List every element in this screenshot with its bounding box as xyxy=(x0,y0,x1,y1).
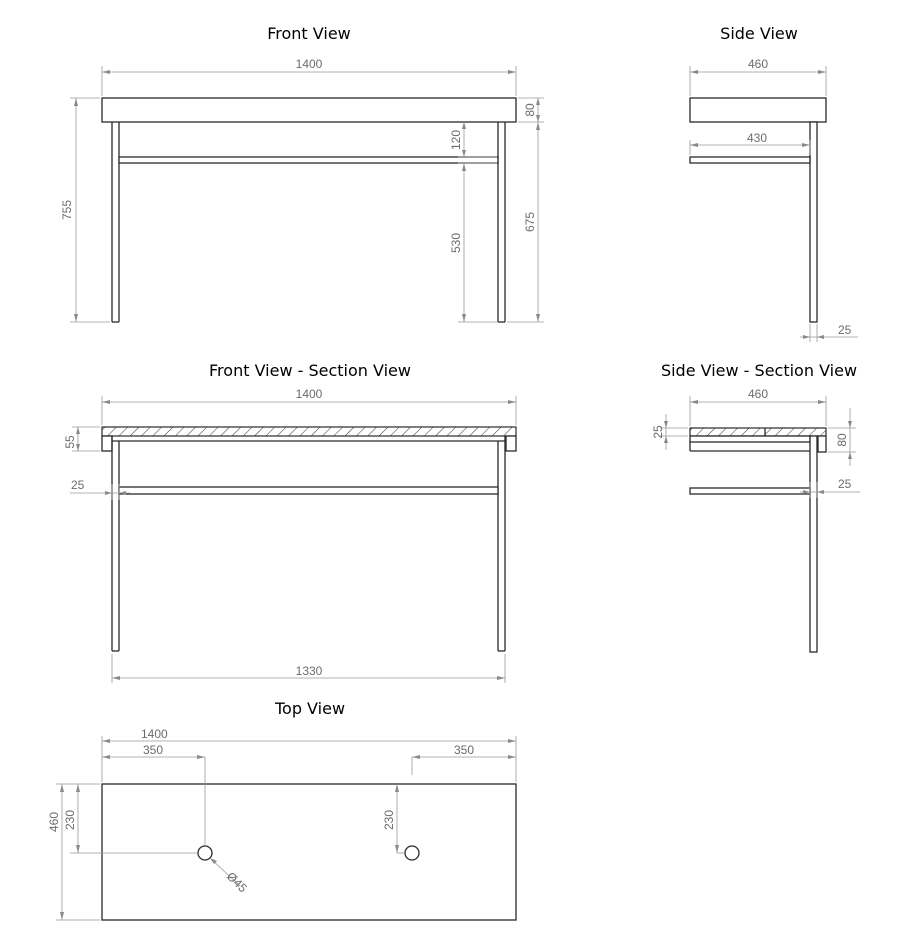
svg-text:230: 230 xyxy=(63,810,77,830)
svg-text:675: 675 xyxy=(523,212,537,232)
svg-text:80: 80 xyxy=(835,433,849,447)
top-view: Top View 1400 350 350 460 xyxy=(47,699,517,921)
front-section-view: Front View - Section View 1400 55 xyxy=(63,361,517,683)
svg-text:1400: 1400 xyxy=(141,727,168,741)
svg-text:80: 80 xyxy=(523,103,537,117)
front-section-right-skirt xyxy=(505,435,517,452)
side-view-title: Side View xyxy=(720,24,798,43)
svg-text:1400: 1400 xyxy=(296,387,323,401)
side-leg xyxy=(809,121,818,323)
front-section-shelf xyxy=(118,486,499,495)
svg-text:120: 120 xyxy=(449,130,463,150)
front-shelf xyxy=(118,156,499,164)
front-section-top-slab xyxy=(101,426,517,437)
svg-text:25: 25 xyxy=(838,477,852,491)
svg-text:230: 230 xyxy=(382,810,396,830)
svg-text:1400: 1400 xyxy=(296,57,323,71)
front-view-title: Front View xyxy=(267,24,351,43)
side-tabletop xyxy=(689,97,827,123)
side-section-leg xyxy=(809,435,818,653)
side-shelf xyxy=(689,156,811,164)
svg-text:350: 350 xyxy=(454,743,474,757)
side-section-view: Side View - Section View 460 25 xyxy=(651,361,860,653)
svg-text:460: 460 xyxy=(47,812,61,832)
svg-text:25: 25 xyxy=(651,425,665,439)
top-tabletop xyxy=(101,783,517,921)
tap-hole-left xyxy=(197,845,213,861)
side-section-title: Side View - Section View xyxy=(661,361,857,380)
front-view: Front View 1400 755 80 xyxy=(60,24,544,323)
svg-text:530: 530 xyxy=(449,233,463,253)
svg-text:25: 25 xyxy=(71,478,85,492)
side-section-skirt xyxy=(817,435,827,453)
svg-text:1330: 1330 xyxy=(296,664,323,678)
svg-text:460: 460 xyxy=(748,57,768,71)
side-section-top-slab xyxy=(689,427,827,437)
top-view-title: Top View xyxy=(274,699,345,718)
tap-hole-right xyxy=(404,845,420,861)
svg-text:755: 755 xyxy=(60,200,74,220)
front-section-title: Front View - Section View xyxy=(209,361,411,380)
svg-text:460: 460 xyxy=(748,387,768,401)
front-tabletop xyxy=(101,97,517,123)
side-section-shelf xyxy=(689,487,811,495)
front-section-left-skirt xyxy=(101,435,113,452)
side-view: Side View 460 430 25 xyxy=(689,24,858,342)
svg-text:25: 25 xyxy=(838,323,852,337)
svg-text:350: 350 xyxy=(143,743,163,757)
svg-text:55: 55 xyxy=(63,435,77,449)
svg-text:430: 430 xyxy=(747,131,767,145)
